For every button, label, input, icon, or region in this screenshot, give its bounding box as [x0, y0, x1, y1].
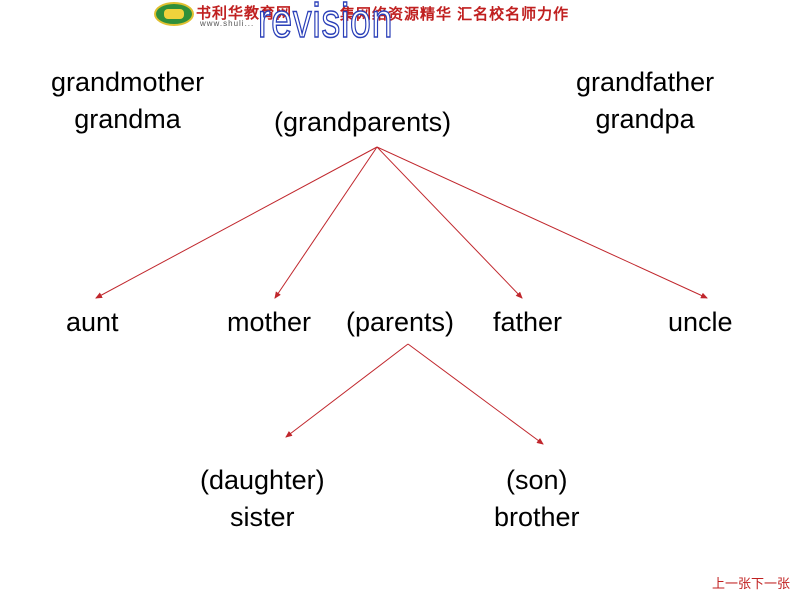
site-slogan: 集网络资源精华 汇名校名师力作 — [340, 6, 570, 23]
grandmother-label: grandmother grandma — [51, 64, 204, 138]
arrow-to-daughter — [285, 343, 409, 438]
daughter-word: (daughter) — [200, 465, 325, 495]
son-word: (son) — [506, 465, 568, 495]
prev-slide-link[interactable]: 上一张 — [711, 577, 751, 592]
arrow-to-uncle — [376, 146, 708, 299]
son-label: (son) brother — [494, 462, 580, 536]
site-logo-icon — [154, 2, 194, 26]
mother-label: mother — [227, 307, 312, 337]
uncle-label: uncle — [668, 307, 733, 337]
grandmother-word: grandmother — [51, 67, 205, 97]
arrow-to-son — [407, 343, 544, 445]
arrow-to-father — [376, 146, 523, 299]
brother-word: brother — [494, 502, 580, 532]
grandpa-word: grandpa — [595, 104, 695, 134]
site-url: www.shuli... — [200, 19, 255, 28]
grandfather-label: grandfather grandpa — [576, 64, 714, 138]
parents-label: (parents) — [346, 307, 455, 337]
sister-word: sister — [230, 502, 295, 532]
slide-nav: 上一张下一张 — [712, 573, 790, 592]
daughter-label: (daughter) sister — [200, 462, 325, 536]
arrow-to-mother — [274, 146, 378, 299]
site-name: 书利华教育网 — [196, 5, 293, 22]
grandfather-word: grandfather — [576, 67, 715, 97]
aunt-label: aunt — [66, 307, 119, 337]
father-label: father — [493, 307, 563, 337]
next-slide-link[interactable]: 下一张 — [750, 577, 790, 592]
grandma-word: grandma — [74, 104, 181, 134]
header-banner: 书利华教育网 www.shuli... 集网络资源精华 汇名校名师力作 — [150, 0, 680, 30]
arrow-to-aunt — [95, 146, 378, 299]
grandparents-label: (grandparents) — [274, 107, 452, 137]
slide-title: revision — [257, 0, 394, 49]
